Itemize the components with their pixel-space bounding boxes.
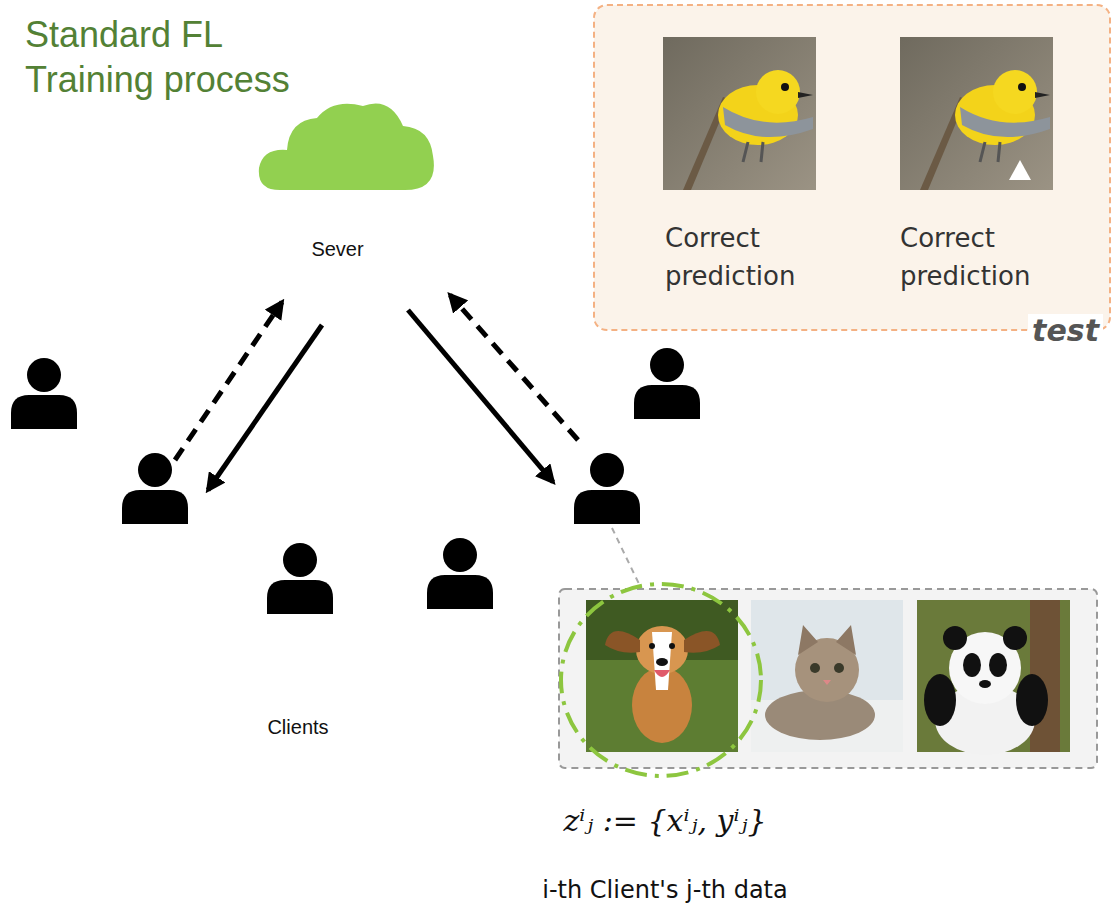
data-formula: zⁱⱼ := {xⁱⱼ, yⁱⱼ} [563,803,766,838]
diagram-title: Standard FL Training process [25,12,325,102]
prediction-text: Correct prediction [900,220,1075,295]
cloud-shape [255,98,440,198]
test-tag: test [1028,314,1103,347]
server-label: Sever [255,238,420,261]
test-panel: Correct predictionCorrect predictiontest [593,4,1111,331]
arrows [175,295,578,490]
data-caption: i-th Client's j-th data [542,876,787,904]
clients-label: Clients [267,716,328,739]
server-cloud: Sever [255,98,440,273]
prediction-text: Correct prediction [665,220,840,295]
